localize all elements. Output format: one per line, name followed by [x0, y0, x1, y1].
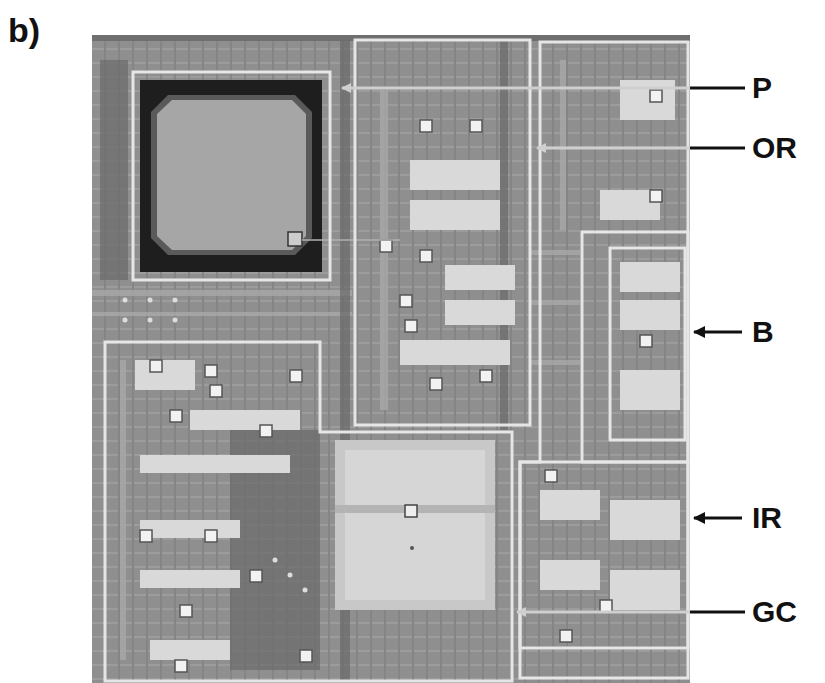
panel-letter: b): [8, 13, 40, 47]
region-label: GC: [752, 597, 797, 627]
region-label: OR: [752, 133, 797, 163]
region-label: P: [752, 73, 772, 103]
region-label: IR: [752, 503, 782, 533]
region-label: B: [752, 317, 774, 347]
